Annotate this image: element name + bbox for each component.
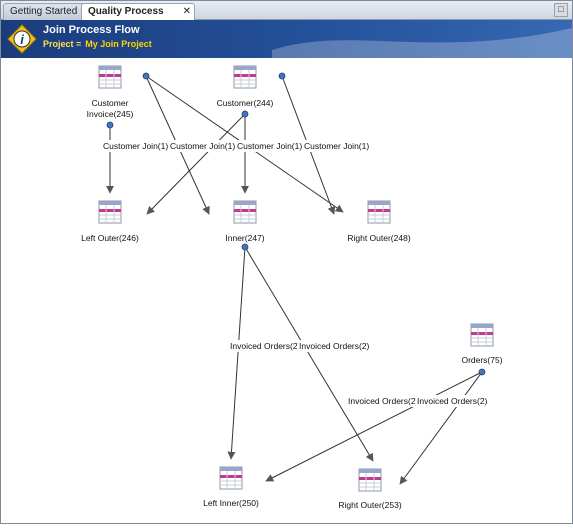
node-customer[interactable]: Customer(244) <box>217 65 274 108</box>
edge-label: Invoiced Orders(2) <box>299 341 370 351</box>
node-label: Customer(244) <box>217 98 274 108</box>
table-icon <box>358 468 382 492</box>
maximize-button[interactable]: □ <box>554 3 568 17</box>
connector-port[interactable] <box>142 72 150 80</box>
project-indicator: Project =My Join Project <box>43 39 152 49</box>
process-flow-canvas[interactable]: Customer Join(1) Customer Join(1) Custom… <box>1 58 572 523</box>
node-customer-invoice[interactable]: Customer Invoice(245) <box>87 65 134 119</box>
flow-diagram: Customer Join(1) Customer Join(1) Custom… <box>81 65 503 510</box>
edges <box>106 75 483 485</box>
connector-port[interactable] <box>241 243 249 251</box>
table-icon <box>233 200 257 224</box>
info-icon: i <box>7 24 37 54</box>
node-label: Right Outer(248) <box>347 233 410 243</box>
edge-label: Customer Join(1) <box>304 141 369 151</box>
connector-port[interactable] <box>278 72 286 80</box>
edge-line[interactable] <box>146 113 246 215</box>
edge-line[interactable] <box>244 246 374 462</box>
node-left-outer[interactable]: Left Outer(246) <box>81 200 139 243</box>
edge-labels: Customer Join(1) Customer Join(1) Custom… <box>101 140 488 407</box>
node-label: Left Inner(250) <box>203 498 259 508</box>
page-title: Join Process Flow <box>43 24 140 36</box>
node-orders[interactable]: Orders(75) <box>461 323 503 365</box>
tab-quality-process-flow[interactable]: Quality Process Flow✕ <box>81 3 195 32</box>
node-left-inner[interactable]: Left Inner(250) <box>203 466 259 508</box>
maximize-icon: □ <box>558 4 564 14</box>
edge-label: Customer Join(1) <box>103 141 168 151</box>
table-icon <box>470 323 494 347</box>
node-label: Orders(75) <box>461 355 502 365</box>
table-icon <box>219 466 243 490</box>
project-name: My Join Project <box>85 39 152 49</box>
table-icon <box>98 200 122 224</box>
edge-label: Invoiced Orders(2) <box>230 341 301 351</box>
project-label: Project = <box>43 39 82 49</box>
edge-label: Customer Join(1) <box>237 141 302 151</box>
edge-line[interactable] <box>399 371 483 485</box>
table-icon <box>233 65 257 89</box>
node-label: Invoice(245) <box>87 109 134 119</box>
tab-getting-started[interactable]: Getting Started <box>3 3 91 20</box>
node-label: Inner(247) <box>225 233 264 243</box>
tab-label: Getting Started <box>10 6 78 17</box>
nodes: Customer Invoice(245) Customer(244) Left… <box>81 65 503 510</box>
edge-line[interactable] <box>265 371 483 482</box>
edge-label: Customer Join(1) <box>170 141 235 151</box>
node-label: Customer <box>92 98 129 108</box>
table-icon <box>98 65 122 89</box>
connector-port[interactable] <box>241 110 249 118</box>
svg-text:i: i <box>20 32 24 47</box>
edge-label: Invoiced Orders(2) <box>417 396 488 406</box>
edge-line[interactable] <box>227 246 246 460</box>
close-icon[interactable]: ✕ <box>182 6 191 17</box>
node-right-outer-253[interactable]: Right Outer(253) <box>338 468 402 510</box>
tab-bar: Getting Started Quality Process Flow✕ □ <box>1 1 572 32</box>
node-label: Right Outer(253) <box>338 500 401 510</box>
connector-port[interactable] <box>478 368 486 376</box>
connector-port[interactable] <box>106 121 114 129</box>
node-inner[interactable]: Inner(247) <box>225 200 265 243</box>
node-label: Left Outer(246) <box>81 233 139 243</box>
banner-wave-decoration <box>272 28 572 58</box>
node-right-outer[interactable]: Right Outer(248) <box>347 200 411 243</box>
table-icon <box>367 200 391 224</box>
header-banner: i Join Process Flow Project =My Join Pro… <box>1 20 572 58</box>
edge-label: Invoiced Orders(2) <box>348 396 419 406</box>
